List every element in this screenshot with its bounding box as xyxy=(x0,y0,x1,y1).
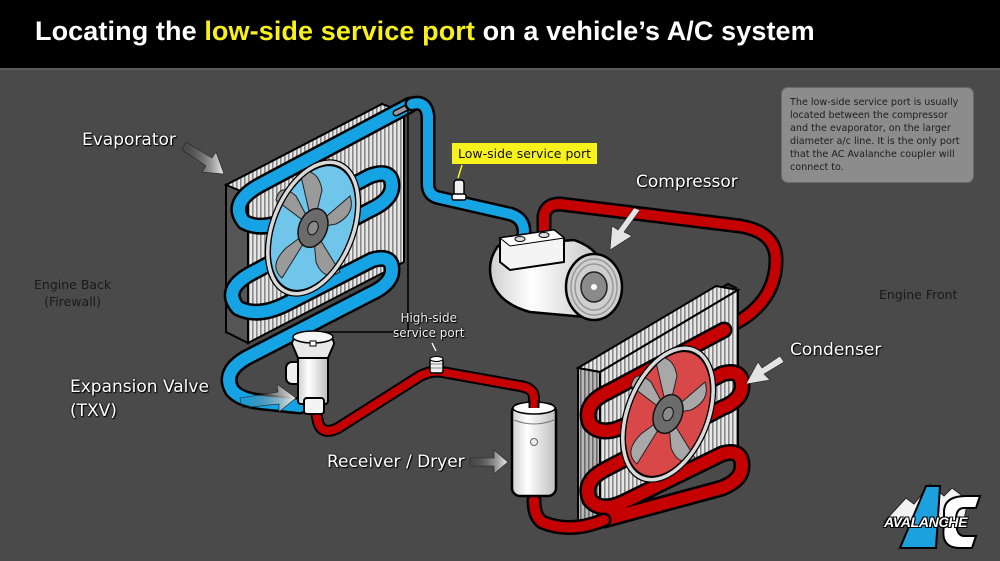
liquid-line-condenser-to-receiver xyxy=(526,492,612,536)
receiver-arrow xyxy=(469,449,509,475)
high-side-port-label-line1: High-side xyxy=(400,311,457,325)
evaporator-arrow xyxy=(181,141,225,175)
txv-arrow xyxy=(239,383,297,413)
engine-back-label-line2: (Firewall) xyxy=(44,294,102,309)
compressor-arrow xyxy=(609,207,641,251)
info-note-box: The low-side service port is usually loc… xyxy=(782,88,973,182)
title-bar: Locating the low-side service port on a … xyxy=(0,0,1000,70)
expansion-valve-label: Expansion Valve (TXV) xyxy=(70,375,209,423)
condenser xyxy=(575,282,751,530)
expansion-valve-label-line2: (TXV) xyxy=(70,401,117,421)
evaporator xyxy=(220,96,419,415)
logo-text: AVALANCHE xyxy=(884,514,968,530)
high-side-service-port xyxy=(429,342,444,374)
high-pressure-discharge-line xyxy=(536,196,784,338)
condenser-arrow xyxy=(745,355,785,385)
receiver-dryer-label: Receiver / Dryer xyxy=(327,452,465,472)
expansion-valve-label-line1: Expansion Valve xyxy=(70,377,209,397)
compressor-label: Compressor xyxy=(636,172,738,192)
condenser-label: Condenser xyxy=(790,340,882,360)
low-pressure-line xyxy=(404,95,532,244)
compressor xyxy=(488,228,624,322)
compressor-pulley xyxy=(564,252,624,322)
low-side-service-port xyxy=(451,164,467,201)
engine-back-label: Engine Back (Firewall) xyxy=(34,276,111,310)
ac-avalanche-logo xyxy=(882,483,982,549)
low-side-port-callout: Low-side service port xyxy=(452,143,598,164)
engine-front-label: Engine Front xyxy=(879,287,958,302)
evaporator-label: Evaporator xyxy=(82,130,176,150)
condenser-fan xyxy=(619,345,717,483)
title-prefix: Locating the xyxy=(35,16,205,46)
page-title: Locating the low-side service port on a … xyxy=(35,16,815,47)
engine-back-label-line1: Engine Back xyxy=(34,277,112,292)
expansion-valve xyxy=(285,330,336,415)
liquid-line-receiver-to-txv xyxy=(310,365,540,437)
title-suffix: on a vehicle’s A/C system xyxy=(475,16,815,46)
high-side-port-label-line2: service port xyxy=(393,326,465,340)
evaporator-fan xyxy=(264,159,362,297)
pointer-arrows xyxy=(181,141,785,475)
high-side-port-label: High-side service port xyxy=(393,311,464,341)
title-highlight: low-side service port xyxy=(204,16,476,46)
receiver-dryer xyxy=(510,400,558,498)
